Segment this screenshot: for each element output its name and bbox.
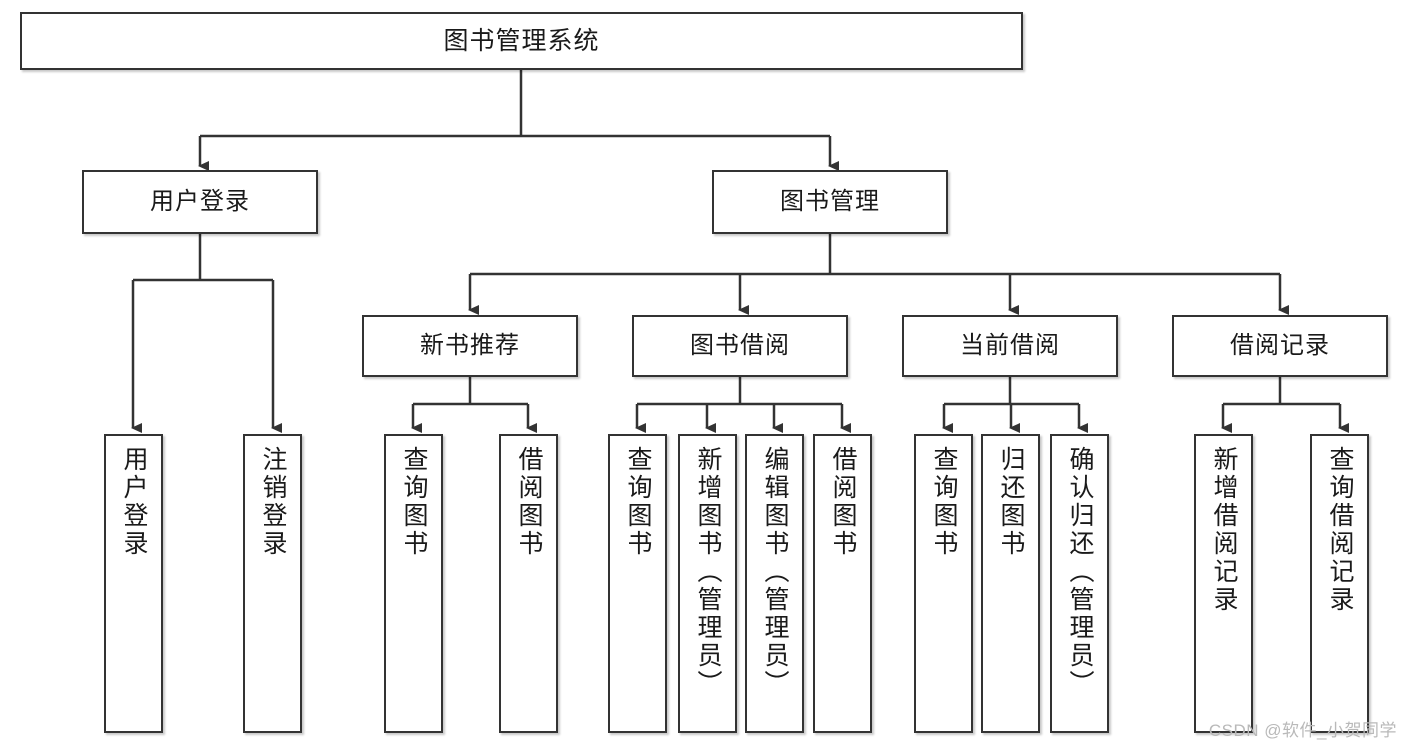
node-leaf-query-book-1-label: 查询图书: [400, 446, 428, 558]
node-leaf-add-record[interactable]: 新增借阅记录: [1194, 434, 1253, 733]
node-leaf-borrow-book-1[interactable]: 借阅图书: [499, 434, 558, 733]
node-leaf-return-book[interactable]: 归还图书: [981, 434, 1040, 733]
node-root-system[interactable]: 图书管理系统: [20, 12, 1023, 70]
csdn-watermark: CSDN @软件_小贺同学: [1208, 721, 1397, 740]
node-root-system-label: 图书管理系统: [443, 26, 600, 55]
node-current-borrow[interactable]: 当前借阅: [902, 315, 1118, 377]
node-leaf-query-record-label: 查询借阅记录: [1326, 446, 1354, 614]
node-leaf-borrow-book-1-label: 借阅图书: [515, 446, 543, 558]
node-leaf-add-book[interactable]: 新增图书（管理员）: [678, 434, 737, 733]
node-leaf-query-book-2[interactable]: 查询图书: [608, 434, 667, 733]
node-book-borrow-label: 图书借阅: [690, 332, 790, 360]
node-leaf-user-login[interactable]: 用户登录: [104, 434, 163, 733]
node-new-book-recommend[interactable]: 新书推荐: [362, 315, 578, 377]
node-leaf-confirm-return-label: 确认归还（管理员）: [1066, 446, 1094, 698]
node-leaf-logout-login-label: 注销登录: [259, 446, 287, 558]
node-borrow-record[interactable]: 借阅记录: [1172, 315, 1388, 377]
node-leaf-query-book-3[interactable]: 查询图书: [914, 434, 973, 733]
node-leaf-user-login-label: 用户登录: [120, 446, 148, 558]
node-current-borrow-label: 当前借阅: [960, 332, 1060, 360]
node-leaf-borrow-book-2-label: 借阅图书: [829, 446, 857, 558]
node-book-management[interactable]: 图书管理: [712, 170, 948, 234]
node-borrow-record-label: 借阅记录: [1230, 332, 1330, 360]
node-leaf-edit-book-label: 编辑图书（管理员）: [761, 446, 789, 698]
node-leaf-borrow-book-2[interactable]: 借阅图书: [813, 434, 872, 733]
node-book-borrow[interactable]: 图书借阅: [632, 315, 848, 377]
node-leaf-query-book-3-label: 查询图书: [930, 446, 958, 558]
node-leaf-return-book-label: 归还图书: [997, 446, 1025, 558]
node-leaf-confirm-return[interactable]: 确认归还（管理员）: [1050, 434, 1109, 733]
node-leaf-add-record-label: 新增借阅记录: [1210, 446, 1238, 614]
node-leaf-logout-login[interactable]: 注销登录: [243, 434, 302, 733]
node-leaf-query-book-2-label: 查询图书: [624, 446, 652, 558]
node-leaf-edit-book[interactable]: 编辑图书（管理员）: [745, 434, 804, 733]
node-leaf-add-book-label: 新增图书（管理员）: [694, 446, 722, 698]
node-leaf-query-book-1[interactable]: 查询图书: [384, 434, 443, 733]
node-user-login[interactable]: 用户登录: [82, 170, 318, 234]
node-book-management-label: 图书管理: [780, 188, 880, 216]
node-leaf-query-record[interactable]: 查询借阅记录: [1310, 434, 1369, 733]
node-user-login-label: 用户登录: [150, 188, 250, 216]
node-new-book-recommend-label: 新书推荐: [420, 332, 520, 360]
